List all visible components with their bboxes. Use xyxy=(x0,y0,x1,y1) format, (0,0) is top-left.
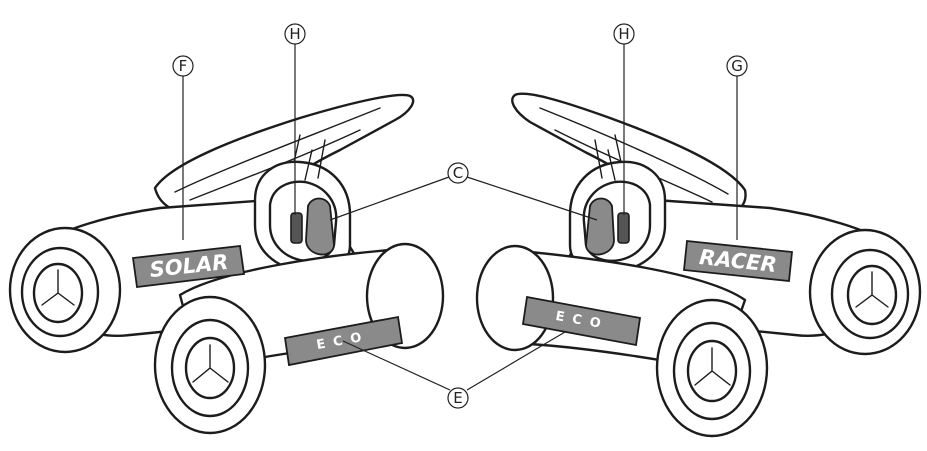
callout-e xyxy=(447,387,469,409)
callout-c-label: C xyxy=(453,164,463,182)
callout-e-label: E xyxy=(453,389,462,407)
left-driver-arm xyxy=(290,212,303,244)
right-driver-arm xyxy=(617,212,630,244)
left-driver xyxy=(305,197,335,256)
callout-g-label: G xyxy=(731,57,743,75)
right-driver xyxy=(585,197,615,256)
callout-c xyxy=(447,162,469,184)
solar-label xyxy=(131,245,246,289)
callout-f-label: F xyxy=(179,57,188,75)
callout-g xyxy=(726,55,748,77)
callout-h-left-label: H xyxy=(289,25,300,43)
callout-h-right-label: H xyxy=(618,25,629,43)
right-car: RACER ECO xyxy=(475,92,922,438)
callout-h-left xyxy=(284,23,306,45)
callouts: F H C E H G xyxy=(172,23,748,409)
racer-label xyxy=(683,240,793,282)
callout-h-right xyxy=(613,23,635,45)
left-car: SOLAR ECO xyxy=(8,93,445,435)
eco-label-right xyxy=(521,295,642,347)
callout-f xyxy=(172,55,194,77)
